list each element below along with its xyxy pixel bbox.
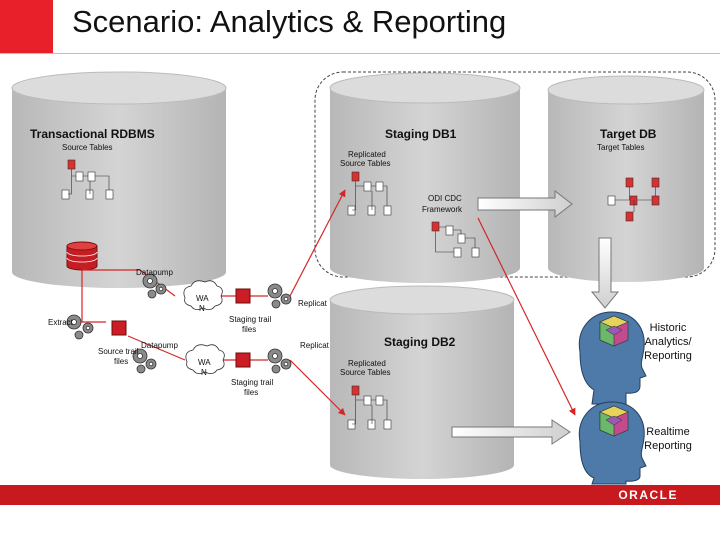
historic-label-2: Analytics/ [644, 336, 692, 348]
footer-bar: ORACLE [0, 485, 720, 505]
staging-trail-top-label-1: Staging trail [229, 315, 271, 324]
target-db-subtitle: Target Tables [597, 143, 644, 152]
datapump-mid-label: Datapump [141, 341, 178, 350]
extract-label: Extract [48, 318, 74, 327]
wan-mid-label-1: WA [198, 358, 211, 367]
wan-top-cloud [183, 280, 223, 310]
source-tables-icon [61, 159, 114, 200]
extract-gears-icon [66, 314, 94, 340]
transactional-db-title: Transactional RDBMS [30, 127, 155, 141]
replicated-tables-icon [347, 171, 392, 216]
source-trail-label-1: Source trail [98, 347, 139, 356]
redo-log-database-icon [66, 241, 98, 271]
wan-top-label-2: N [199, 304, 205, 313]
architecture-diagram: Transactional RDBMS Source Tables Stagin… [11, 71, 716, 485]
staging-db2-cylinder [329, 285, 515, 479]
staging-trail-top-icon [235, 288, 251, 304]
source-trail-icon [111, 320, 127, 336]
target-to-historic-arrow [590, 237, 620, 309]
datapump-mid-gears-icon [132, 348, 157, 374]
historic-label-1: Historic [650, 322, 687, 334]
staging-db1-subtitle-1: Replicated [348, 150, 386, 159]
staging-db1-title: Staging DB1 [385, 127, 457, 141]
staging-db2-subtitle-1: Replicated [348, 359, 386, 368]
wan-mid-label-2: N [201, 368, 207, 377]
transactional-db-subtitle: Source Tables [62, 143, 113, 152]
cdc-to-target-arrow [477, 189, 573, 219]
page-title: Scenario: Analytics & Reporting [72, 4, 507, 39]
staging-db1-cylinder [329, 72, 521, 283]
wan-mid-cloud [185, 344, 225, 374]
staging-trail-mid-label-2: files [244, 388, 258, 397]
historic-analytics-head-icon [578, 311, 647, 405]
staging-boundary [314, 71, 716, 278]
datapump-top-gears-icon [142, 273, 167, 299]
transactional-db-cylinder [11, 71, 227, 288]
flow-replicat-top-line [289, 189, 346, 297]
title-divider [0, 53, 720, 54]
datapump-top-label: Datapump [136, 268, 173, 277]
realtime-label-1: Realtime [646, 426, 689, 438]
staging-trail-mid-label-1: Staging trail [231, 378, 273, 387]
oracle-logo: ORACLE [618, 488, 678, 502]
staging2-tables-icon [347, 385, 392, 430]
replicat-mid-label: Replicat [300, 341, 330, 350]
staging-db2-title: Staging DB2 [384, 335, 456, 349]
title-accent-block [0, 0, 53, 53]
flow-replicat-mid-line [289, 359, 346, 416]
cdc-framework-icon [431, 221, 480, 258]
historic-label-3: Reporting [644, 350, 692, 362]
target-tables-icon [607, 177, 660, 222]
replicat-top-label: Replicat [298, 299, 328, 308]
replicat-top-gears-icon [267, 283, 292, 309]
wan-top-label-1: WA [196, 294, 209, 303]
target-db-title: Target DB [600, 127, 657, 141]
replicat-mid-gears-icon [267, 348, 292, 374]
odi-cdc-label-2: Framework [422, 205, 463, 214]
realtime-reporting-head-icon [578, 401, 647, 485]
staging-trail-mid-icon [235, 352, 251, 368]
staging2-to-realtime-arrow [451, 419, 571, 445]
flow-extract-line [81, 270, 106, 323]
source-trail-label-2: files [114, 357, 128, 366]
realtime-label-2: Reporting [644, 440, 692, 452]
staging-trail-top-label-2: files [242, 325, 256, 334]
flow-datapump-mid-line [127, 335, 186, 361]
flow-cdc-to-historic-line [477, 217, 576, 416]
staging-db1-subtitle-2: Source Tables [340, 159, 391, 168]
staging-db2-subtitle-2: Source Tables [340, 368, 391, 377]
odi-cdc-label-1: ODI CDC [428, 194, 462, 203]
